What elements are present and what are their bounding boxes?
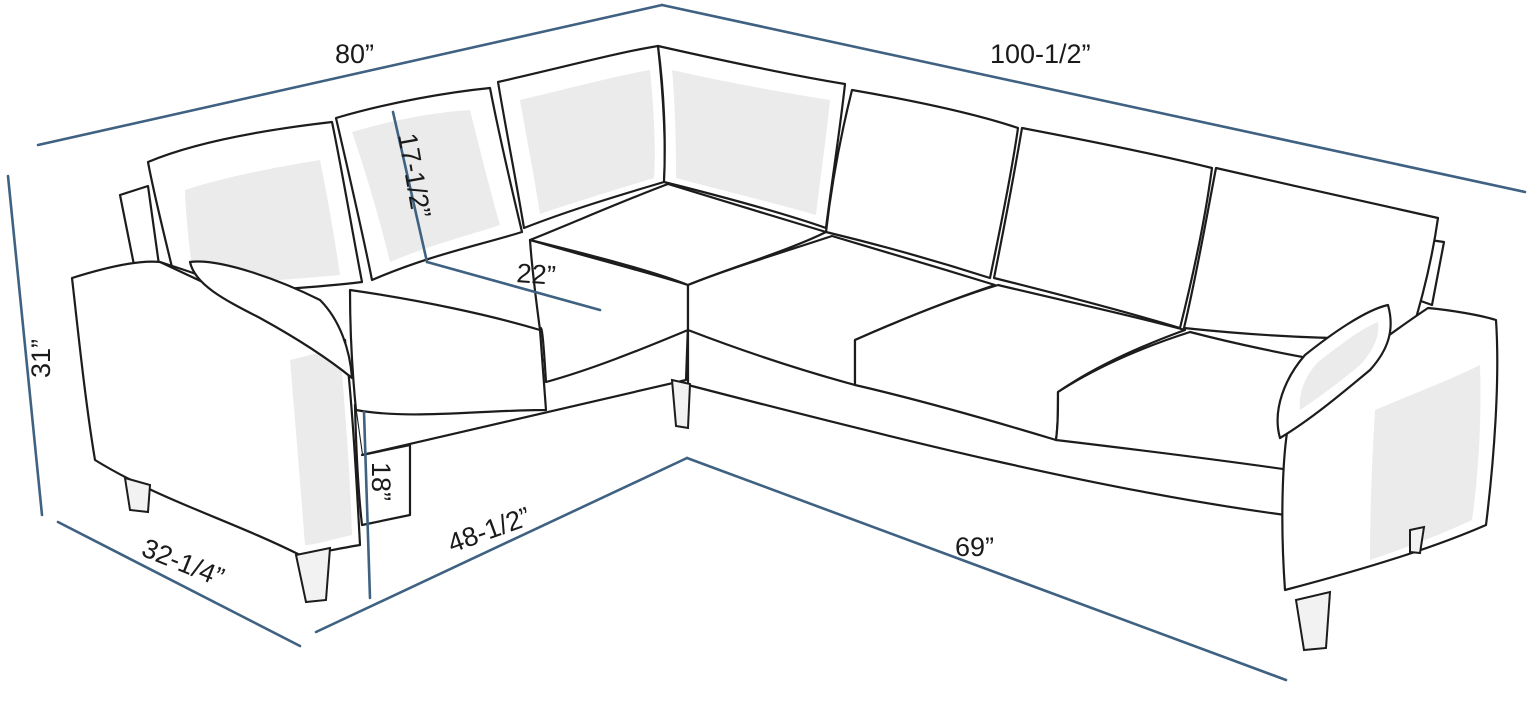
label-seat-height: 18” xyxy=(366,462,396,501)
dim-line-100-1-2 xyxy=(660,3,1527,194)
left-seat-cushion-1 xyxy=(348,288,548,416)
left-seat-skirt xyxy=(353,403,412,527)
dim-line-69 xyxy=(685,456,1288,682)
label-inner-right-length: 69” xyxy=(955,532,994,562)
left-back-frame xyxy=(118,184,162,274)
label-seat-depth: 22” xyxy=(516,258,557,291)
dim-line-18 xyxy=(362,410,372,600)
leg-front-left xyxy=(123,476,152,514)
sofa-outline xyxy=(70,44,1499,652)
leg-right-front xyxy=(1294,590,1332,652)
leg-left-arm-front xyxy=(294,546,332,604)
back-cushion-right-1 xyxy=(824,88,1020,280)
label-total-height: 31” xyxy=(26,339,56,378)
dimension-lines xyxy=(6,3,1527,682)
dim-line-80 xyxy=(36,3,664,147)
dim-line-22 xyxy=(425,260,602,312)
dim-line-17-1-2 xyxy=(391,110,429,264)
leg-right-back xyxy=(1409,525,1426,555)
label-total-width-left: 80” xyxy=(335,39,374,69)
left-throw-pillow xyxy=(188,260,354,380)
dim-line-48-1-2 xyxy=(314,456,689,634)
dim-line-32-1-4 xyxy=(56,520,302,648)
leg-corner xyxy=(670,378,692,430)
back-cushion-right-3 xyxy=(1182,166,1440,340)
label-depth: 32-1/4” xyxy=(138,533,229,593)
label-total-width-right: 100-1/2” xyxy=(990,39,1091,69)
left-seat-cushion-2 xyxy=(528,238,690,384)
dim-line-31 xyxy=(6,174,44,517)
